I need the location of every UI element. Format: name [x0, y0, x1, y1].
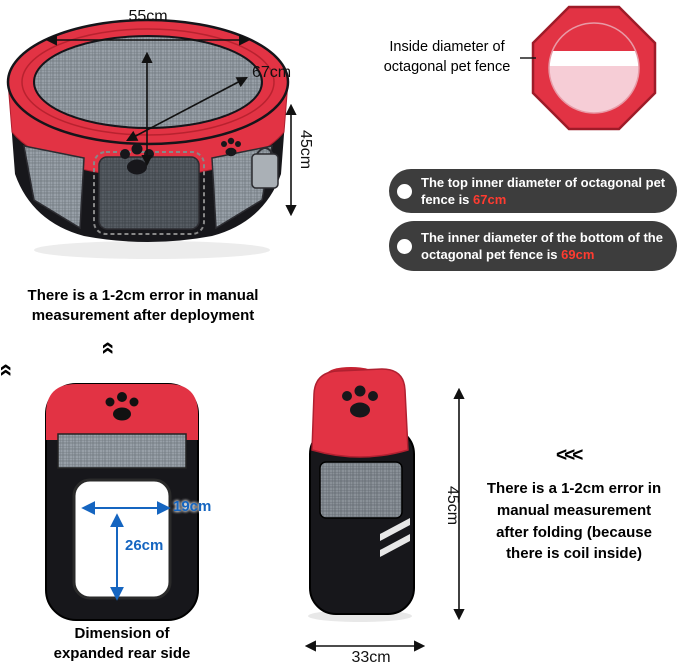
bullet-dot-icon	[397, 238, 412, 254]
chevron-up-icon: «	[0, 363, 21, 376]
folded-mesh-panel	[319, 461, 403, 519]
dim-label-height: 45cm	[297, 130, 314, 170]
paw-print-icon	[105, 392, 139, 421]
pill-value: 69cm	[561, 247, 595, 262]
rear-side-caption: Dimension of expanded rear side	[53, 625, 191, 662]
folded-playpen-photo	[308, 367, 415, 622]
rear-mesh-band	[57, 433, 187, 469]
bullet-dot-icon	[397, 183, 412, 199]
dim-label-door-height: 26cm	[125, 537, 164, 554]
octagon-diagram-label: Inside diameter of octagonal pet fence	[383, 39, 511, 75]
pill-text: The inner diameter of the bottom of the …	[421, 229, 663, 262]
pill-value: 67cm	[473, 192, 507, 207]
reflective-stripe	[380, 534, 410, 557]
spec-pill-top-diameter: The top inner diameter of octagonal pet …	[389, 169, 677, 213]
chevron-up-icon: «	[95, 341, 123, 355]
dim-label-top-width: 55cm	[128, 8, 168, 25]
deployed-measurement-note: There is a 1-2cm error in manual measure…	[27, 287, 259, 324]
mesh-panel-left	[23, 145, 85, 230]
dim-label-top-diameter: 67cm	[252, 64, 292, 81]
dim-label-folded-width: 33cm	[351, 649, 391, 666]
spec-pill-bottom-diameter: The inner diameter of the bottom of the …	[389, 221, 677, 271]
mesh-door	[98, 156, 200, 230]
dim-label-folded-height: 45cm	[444, 486, 461, 526]
folded-measurement-note: There is a 1-2cm error in manual measure…	[486, 480, 662, 563]
octagon-diagram	[531, 5, 657, 131]
deployed-playpen-photo	[6, 18, 290, 259]
shadow	[34, 241, 270, 259]
paw-print-icon	[342, 385, 378, 418]
dim-label-door-width: 19cm	[173, 498, 212, 515]
top-mesh-cover	[33, 35, 263, 129]
storage-pouch	[251, 153, 279, 189]
chevron-left-icon: <<<	[556, 445, 583, 466]
reflective-stripe	[380, 518, 410, 541]
pill-text: The top inner diameter of octagonal pet …	[421, 174, 666, 207]
